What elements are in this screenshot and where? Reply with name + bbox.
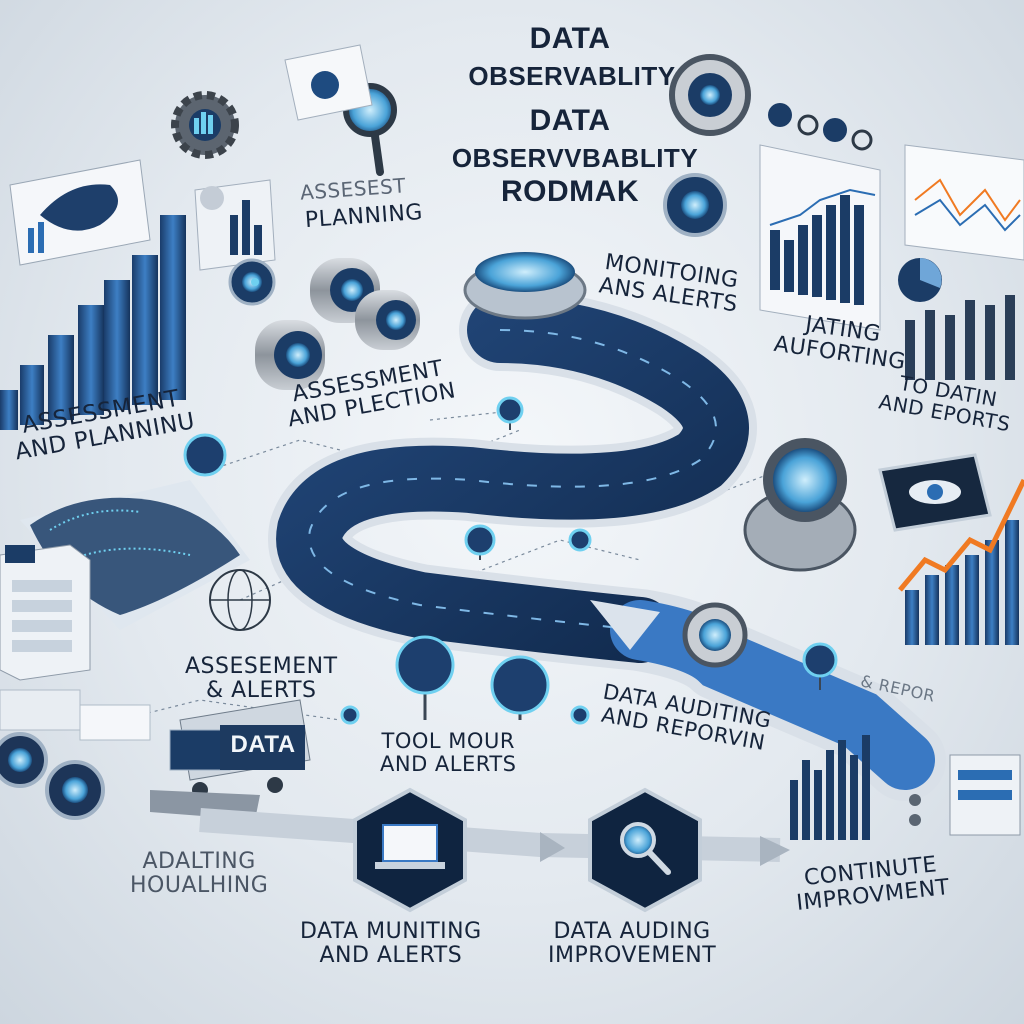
eye-monitor-icon [878,453,992,532]
title-line-2: OBSERVABLITY [468,61,676,91]
label-adalting: ADALTING HOUALHING [130,849,269,899]
cylinder-icon-group [228,258,420,390]
bar-chart-left [0,215,186,430]
map-pin-icon-group [183,278,838,725]
doc-card-top [284,44,373,121]
map-sheet-left [9,159,151,266]
data-box-label: DATA [230,731,296,758]
line-chart-far-right [898,144,1024,302]
title-line-5: RODMAK [501,175,639,208]
small-chart-top [194,179,276,271]
gear-icon [171,91,239,159]
label-assesement-alerts: ASSESEMENT & ALERTS [185,654,338,704]
bars-bottom-right [790,735,1021,840]
bottom-timeline [199,787,790,913]
label-tool-mount: TOOL MOUR AND ALERTS [380,729,517,777]
data-box [150,699,311,820]
globe-icon [209,569,271,631]
dial-top-right [663,54,751,237]
title-line-3: DATA [529,104,611,137]
label-data-auding: DATA AUDING IMPROVEMENT [548,919,717,969]
left-bottom-dials [0,689,151,820]
label-data-muniting: DATA MUNITING AND ALERTS [300,919,482,969]
telescope-magnifier [743,438,857,572]
chart-icon-right [759,144,881,331]
orange-growth-chart [898,478,1024,645]
server-cabinet [0,544,91,681]
title-line-1: DATA [529,22,611,55]
dial-lower-right [682,602,748,668]
title-line-4: OBSERVVBABLITY [451,143,699,173]
icon-row-top-right [768,103,873,151]
bars-far-right [905,295,1015,380]
lens-start-icon [463,252,587,320]
